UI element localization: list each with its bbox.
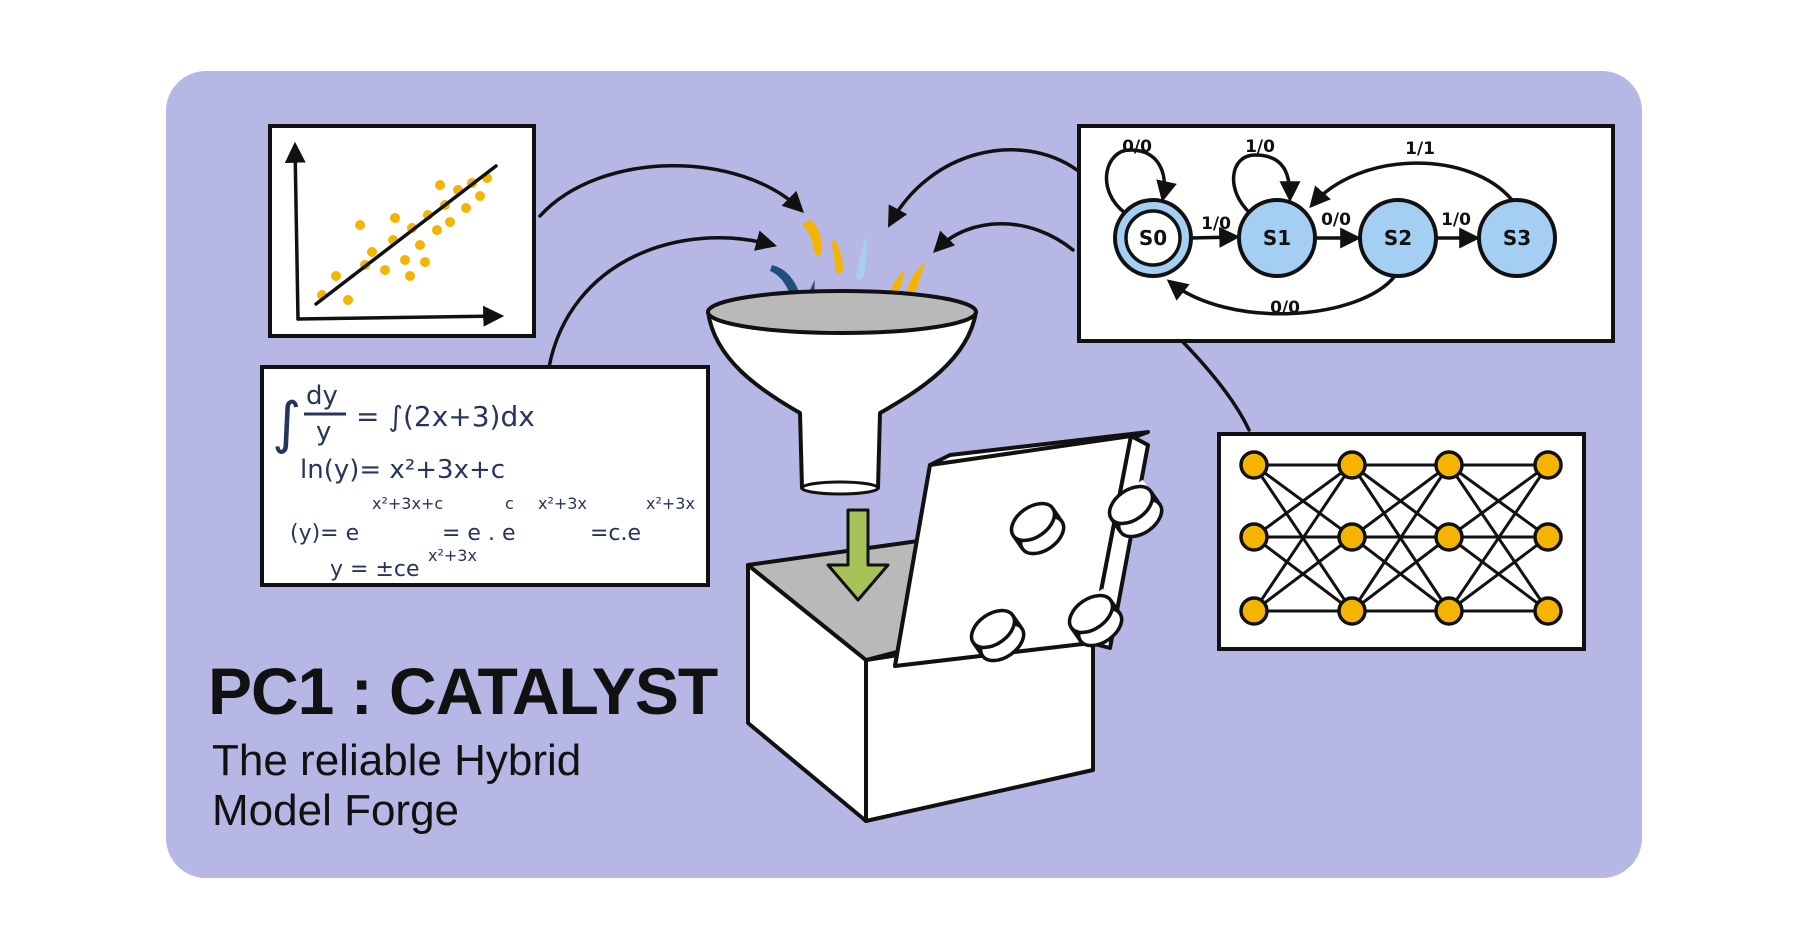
state-s2: S2 bbox=[1358, 198, 1438, 278]
scatter-point bbox=[400, 255, 410, 265]
transition-s3-s1: 1/1 bbox=[1405, 139, 1435, 159]
eq3-sup2b: x²+3x bbox=[538, 494, 587, 513]
neural-network-card bbox=[1217, 432, 1586, 651]
network-node bbox=[1533, 596, 1563, 626]
network-edge bbox=[1448, 535, 1549, 613]
network-edge bbox=[1351, 535, 1450, 613]
arrow-fsm-to-funnel-2 bbox=[933, 222, 1075, 254]
green-arrow-icon bbox=[826, 508, 890, 602]
eq1-denominator: y bbox=[316, 417, 331, 447]
network-node bbox=[1337, 522, 1367, 552]
scatter-point bbox=[415, 240, 425, 250]
network-node bbox=[1434, 596, 1464, 626]
scatter-point bbox=[367, 247, 377, 257]
state-s0-label: S0 bbox=[1139, 226, 1167, 250]
eq3-end: =c.e bbox=[590, 521, 641, 546]
eq4: y = ±ce bbox=[330, 557, 420, 582]
y-axis bbox=[284, 141, 306, 321]
scatter-point bbox=[355, 220, 365, 230]
scatter-point bbox=[475, 191, 485, 201]
arrow-fsm-to-funnel-1 bbox=[887, 148, 1079, 228]
state-s0: S0 bbox=[1113, 198, 1193, 278]
equations-card: ∫ dy y = ∫(2x+3)dx ln(y)= x²+3x+c (y)= e… bbox=[260, 365, 710, 587]
title: PC1 : CATALYST bbox=[208, 654, 718, 728]
scatter-point bbox=[432, 225, 442, 235]
network-node bbox=[1239, 522, 1269, 552]
network-edges bbox=[1252, 463, 1550, 613]
arrow-equations-to-funnel bbox=[547, 230, 778, 369]
scatter-point bbox=[405, 271, 415, 281]
transition-s1-self: 1/0 bbox=[1245, 137, 1275, 157]
eq3-sup2a: c bbox=[505, 494, 514, 513]
state-s2-label: S2 bbox=[1384, 226, 1412, 250]
network-node bbox=[1239, 450, 1269, 480]
state-machine-card: S0 S1 S2 S3 0/0 1/0 1/1 1/0 0/0 1/0 0/0 bbox=[1077, 124, 1615, 343]
scatter-point bbox=[435, 180, 445, 190]
state-s1: S1 bbox=[1237, 198, 1317, 278]
network-edge bbox=[1252, 464, 1354, 612]
regression-line bbox=[314, 164, 498, 306]
knob bbox=[965, 603, 1026, 663]
network-edge bbox=[1253, 463, 1353, 539]
scatter-point bbox=[343, 295, 353, 305]
state-s1-label: S1 bbox=[1263, 226, 1291, 250]
eq3-sup1: x²+3x+c bbox=[372, 494, 443, 513]
eq3-lhs: (y)= e bbox=[290, 521, 359, 546]
transition-s1-s2: 0/0 bbox=[1321, 210, 1351, 230]
forge-box-icon bbox=[746, 430, 1164, 823]
network-edge bbox=[1447, 464, 1550, 612]
scatter-point bbox=[390, 213, 400, 223]
network-node bbox=[1434, 522, 1464, 552]
connector-fsm-to-network bbox=[1180, 339, 1251, 432]
scatter-point bbox=[331, 271, 341, 281]
network-node bbox=[1337, 450, 1367, 480]
network-node bbox=[1434, 450, 1464, 480]
transition-s0-self: 0/0 bbox=[1122, 137, 1152, 157]
network-edge bbox=[1253, 535, 1353, 613]
network-edge bbox=[1350, 464, 1451, 612]
eq3-mid: = e . e bbox=[442, 521, 515, 546]
eq1-numerator: dy bbox=[306, 381, 338, 411]
state-s3-label: S3 bbox=[1503, 226, 1531, 250]
funnel-icon bbox=[706, 289, 978, 496]
transition-s2-s0: 0/0 bbox=[1270, 298, 1300, 318]
eq4-sup: x²+3x bbox=[428, 546, 477, 565]
eq1-integral: ∫ bbox=[272, 391, 301, 456]
network-nodes bbox=[1239, 450, 1563, 626]
network-edge bbox=[1351, 463, 1450, 539]
x-axis bbox=[296, 305, 505, 327]
network-node bbox=[1337, 596, 1367, 626]
scatter-point bbox=[445, 217, 455, 227]
connector-arrows bbox=[538, 148, 1251, 432]
transition-s2-s3: 1/0 bbox=[1441, 210, 1471, 230]
knob bbox=[1063, 588, 1124, 648]
eq2: ln(y)= x²+3x+c bbox=[300, 455, 505, 485]
network-node bbox=[1533, 522, 1563, 552]
scatter-point bbox=[461, 203, 471, 213]
scatter-point bbox=[420, 257, 430, 267]
network-node bbox=[1533, 450, 1563, 480]
network-edge bbox=[1448, 463, 1549, 539]
subtitle-line-2: Model Forge bbox=[212, 786, 459, 835]
subtitle-line-1: The reliable Hybrid bbox=[212, 736, 581, 785]
network-node bbox=[1239, 596, 1269, 626]
eq3-sup3: x²+3x bbox=[646, 494, 695, 513]
transition-s0-s1: 1/0 bbox=[1201, 214, 1231, 234]
knob bbox=[1005, 496, 1066, 556]
eq1-rhs: = ∫(2x+3)dx bbox=[356, 400, 535, 433]
state-s3: S3 bbox=[1477, 198, 1557, 278]
scatter-plot-card bbox=[268, 124, 536, 338]
arrow-scatter-to-funnel bbox=[538, 164, 804, 218]
scatter-point bbox=[380, 265, 390, 275]
box-knobs bbox=[965, 479, 1164, 663]
knob bbox=[1103, 479, 1164, 539]
